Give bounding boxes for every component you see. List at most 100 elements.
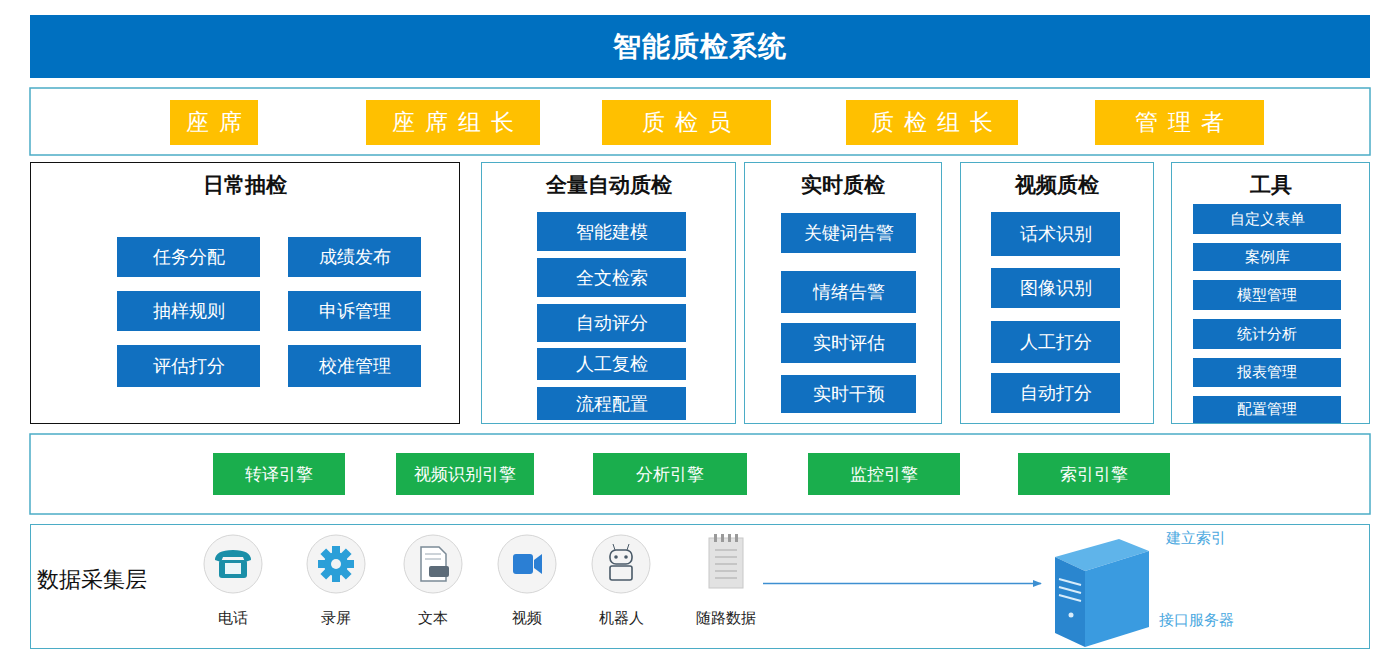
phone-keypad [225, 563, 241, 574]
source-label: 机器人 [586, 609, 656, 628]
server-label: 接口服务器 [1159, 611, 1234, 630]
server-light [1069, 613, 1074, 618]
function-box: 情绪告警 [781, 271, 916, 313]
server-slot [1059, 595, 1081, 601]
role-box: 质检员 [602, 100, 771, 145]
robot-antenna [627, 544, 629, 550]
panel-heading: 全量自动质检 [482, 171, 735, 199]
box-label: 监控引擎 [850, 463, 918, 486]
icon-circle [404, 535, 462, 593]
function-box: 实时评估 [781, 323, 916, 363]
box-label: 统计分析 [1237, 325, 1297, 344]
function-box: 申诉管理 [288, 291, 421, 331]
icon-group [709, 534, 743, 588]
box-label: 申诉管理 [319, 299, 391, 323]
camera-body [513, 554, 533, 574]
function-box: 流程配置 [537, 387, 686, 420]
source-label: 随路数据 [689, 609, 763, 628]
box-label: 话术识别 [1020, 222, 1092, 246]
source-label: 视频 [492, 609, 562, 628]
source-icon: 随路数据 [689, 531, 763, 636]
icon-circle [307, 535, 365, 593]
icon-circle [592, 535, 650, 593]
module-panel: 任务分配成绩发布抽样规则申诉管理评估打分校准管理日常抽检 [30, 162, 460, 424]
box-label: 质检员 [632, 107, 741, 138]
function-box: 全文检索 [537, 258, 686, 297]
function-box: 校准管理 [288, 345, 421, 387]
box-label: 关键词告警 [804, 221, 894, 245]
function-box: 人工复检 [537, 348, 686, 380]
robot-icon [586, 531, 656, 601]
function-box: 智能建模 [537, 212, 686, 251]
box-label: 情绪告警 [813, 280, 885, 304]
engine-box: 转译引擎 [213, 453, 345, 495]
phone-icon [198, 531, 268, 601]
engine-band [30, 434, 1370, 514]
tool-box: 案例库 [1193, 243, 1341, 271]
notebook-ring [735, 534, 738, 542]
server-illustration [1041, 529, 1156, 649]
robot-body [610, 566, 632, 580]
box-label: 人工复检 [576, 352, 648, 376]
function-box: 成绩发布 [288, 237, 421, 277]
notebook-line [715, 564, 737, 565]
box-label: 模型管理 [1237, 286, 1297, 305]
panel-heading: 实时质检 [745, 171, 941, 199]
gear-hole [331, 559, 341, 569]
source-icon: 视频 [492, 531, 562, 636]
layer-label: 数据采集层 [37, 565, 147, 595]
function-box: 评估打分 [117, 345, 260, 387]
function-box: 人工打分 [991, 321, 1120, 363]
notebook-line [715, 550, 737, 551]
function-box: 任务分配 [117, 237, 260, 277]
box-label: 智能建模 [576, 220, 648, 244]
title-band: 智能质检系统 [30, 15, 1370, 78]
icon-circle [204, 535, 262, 593]
box-label: 自定义表单 [1230, 210, 1305, 229]
doc-line [425, 559, 441, 560]
server-side [1085, 551, 1149, 647]
phone-body [219, 560, 247, 578]
tool-box: 报表管理 [1193, 358, 1341, 387]
notebook-ring [721, 534, 724, 542]
source-label: 录屏 [301, 609, 371, 628]
box-label: 自动打分 [1020, 381, 1092, 405]
engine-box: 分析引擎 [593, 453, 747, 495]
engine-box: 监控引擎 [808, 453, 960, 495]
tool-box: 统计分析 [1193, 319, 1341, 349]
box-label: 成绩发布 [319, 245, 391, 269]
server-slot [1059, 579, 1081, 585]
notebook-ring [728, 534, 731, 542]
icon-group [498, 535, 556, 593]
box-label: 自动评分 [576, 311, 648, 335]
icon-group [404, 535, 462, 593]
server-front [1055, 557, 1085, 647]
source-icon: 电话 [198, 531, 268, 636]
role-band [30, 88, 1370, 155]
box-label: 流程配置 [576, 392, 648, 416]
gear-icon [301, 531, 371, 601]
tool-box: 模型管理 [1193, 280, 1341, 310]
notebook-line [715, 578, 737, 579]
video-icon [492, 531, 562, 601]
role-box: 座席 [170, 100, 258, 145]
doc-icon [398, 531, 468, 601]
panel-heading: 工具 [1172, 171, 1369, 199]
box-label: 分析引擎 [636, 463, 704, 486]
function-box: 图像识别 [991, 268, 1120, 308]
tool-box: 配置管理 [1193, 396, 1341, 423]
doc-badge [429, 566, 449, 577]
notebook-line [715, 557, 737, 558]
doc-line [425, 554, 441, 555]
icon-group [204, 535, 262, 593]
notebook-ring [714, 534, 717, 542]
box-label: 质检组长 [861, 107, 1003, 138]
box-label: 任务分配 [153, 245, 225, 269]
engine-box: 索引引擎 [1018, 453, 1170, 495]
role-box: 质检组长 [846, 100, 1018, 145]
source-label: 文本 [398, 609, 468, 628]
module-panel: 话术识别图像识别人工打分自动打分视频质检 [960, 162, 1154, 424]
notebook-line [715, 571, 737, 572]
box-label: 索引引擎 [1060, 463, 1128, 486]
